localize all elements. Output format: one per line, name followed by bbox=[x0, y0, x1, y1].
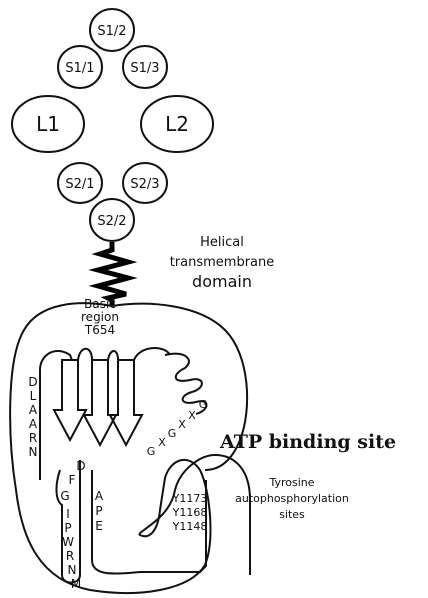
kinase-domain-outline bbox=[10, 303, 250, 593]
dfg-g: G bbox=[60, 489, 69, 503]
gxgxxg-letter-2: G bbox=[168, 427, 177, 440]
helical-label-line1: Helical bbox=[200, 235, 244, 250]
dlaarn-letter-3: A bbox=[29, 417, 38, 431]
domain-l2-label: L2 bbox=[165, 112, 189, 136]
gxgxxg-letter-0: G bbox=[147, 445, 156, 458]
basic-region-line1: Basic bbox=[84, 297, 116, 311]
ape-motif: A P E bbox=[95, 489, 104, 533]
dlaarn-motif: D L A A R N bbox=[28, 375, 38, 459]
dlaarn-letter-2: A bbox=[29, 403, 38, 417]
helical-label-line2: transmembrane bbox=[170, 255, 275, 270]
ipwrnm-letter-4: N bbox=[68, 563, 77, 577]
ape-letter-2: E bbox=[95, 519, 103, 533]
ipwrnm-letter-5: M bbox=[71, 577, 81, 591]
dlaarn-letter-1: L bbox=[30, 389, 37, 403]
ipwrnm-letter-3: R bbox=[66, 549, 74, 563]
beta-strand-arrow-3 bbox=[110, 360, 142, 445]
strand-connector-top bbox=[78, 348, 170, 360]
dlaarn-letter-0: D bbox=[28, 375, 37, 389]
ipwrnm-motif: I P W R N M bbox=[62, 507, 81, 591]
atp-binding-site-label: ATP binding site bbox=[219, 431, 396, 453]
tyrosine-y1148: Y1148 bbox=[172, 520, 208, 533]
basic-region-line2: region bbox=[81, 310, 119, 324]
domain-s21-label: S2/1 bbox=[65, 177, 94, 192]
ape-letter-1: P bbox=[95, 504, 102, 518]
ape-letter-0: A bbox=[95, 489, 104, 503]
dlaarn-letter-5: N bbox=[29, 445, 38, 459]
tyrosine-label-line2: autophosphorylation bbox=[235, 492, 349, 505]
tyrosine-label-line3: sites bbox=[279, 508, 305, 521]
domain-s13-label: S1/3 bbox=[130, 61, 159, 76]
gxgxxg-letter-3: X bbox=[178, 418, 186, 431]
ipwrnm-letter-1: P bbox=[64, 521, 71, 535]
gxgxxg-letter-1: X bbox=[158, 436, 166, 449]
gxgxxg-motif: G X G X X G bbox=[147, 398, 208, 458]
ipwrnm-letter-0: I bbox=[66, 507, 70, 521]
domain-s12-label: S1/2 bbox=[97, 24, 126, 39]
helical-label-line3: domain bbox=[192, 272, 252, 291]
tyrosine-label-line1: Tyrosine bbox=[268, 476, 314, 489]
dfg-d: D bbox=[76, 459, 85, 473]
ipwrnm-letter-2: W bbox=[62, 535, 74, 549]
beta-strand-arrow-2 bbox=[84, 360, 116, 445]
beta-strand-arrow-1 bbox=[54, 360, 86, 440]
domain-s22-label: S2/2 bbox=[97, 214, 126, 229]
gxgxxg-letter-4: X bbox=[188, 409, 196, 422]
gxgxxg-letter-5: G bbox=[199, 398, 208, 411]
tyrosine-y1173: Y1173 bbox=[172, 492, 208, 505]
dfg-f: F bbox=[69, 473, 76, 487]
tyrosine-y1168: Y1168 bbox=[172, 506, 208, 519]
domain-l1-label: L1 bbox=[36, 112, 60, 136]
basic-region-line3: T654 bbox=[84, 323, 115, 337]
domain-s23-label: S2/3 bbox=[130, 177, 159, 192]
domain-s11-label: S1/1 bbox=[65, 61, 94, 76]
dlaarn-letter-4: R bbox=[29, 431, 37, 445]
